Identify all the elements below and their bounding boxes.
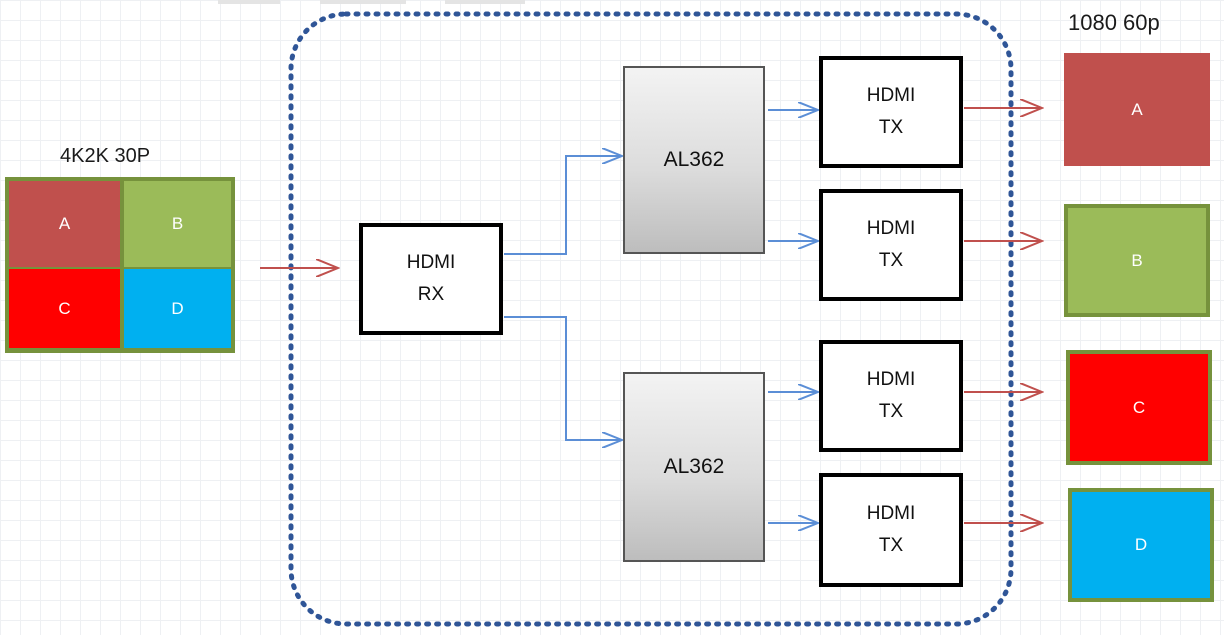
hdmi-tx-line2: TX <box>878 401 904 422</box>
hdmi-tx-line1: HDMI <box>866 369 916 390</box>
output-screen-d: D <box>1068 488 1214 602</box>
hdmi-tx-line1: HDMI <box>866 218 916 239</box>
hdmi-rx-line1: HDMI <box>406 252 456 273</box>
tab-stub <box>445 0 525 4</box>
hdmi-tx-line2: TX <box>878 250 904 271</box>
output-screen-c: C <box>1066 350 1212 465</box>
hdmi-tx-block-2: HDMI TX <box>819 189 963 301</box>
source-cell-a: A <box>9 181 120 267</box>
source-title: 4K2K 30P <box>60 145 151 167</box>
tab-stub <box>320 0 406 4</box>
rx-to-chip1-arrow <box>504 156 622 255</box>
hdmi-tx-block-3: HDMI TX <box>819 340 963 452</box>
al362-chip-1: AL362 <box>623 66 765 254</box>
hdmi-rx-block: HDMI RX <box>359 223 503 335</box>
rx-to-chip2-arrow <box>504 316 622 440</box>
hdmi-tx-line1: HDMI <box>866 503 916 524</box>
output-title: 1080 60p <box>1068 10 1160 35</box>
source-frame: A B C D <box>5 177 235 353</box>
hdmi-tx-line1: HDMI <box>866 85 916 106</box>
output-screen-a: A <box>1064 53 1210 166</box>
source-cell-b: B <box>124 181 231 267</box>
tab-stub <box>218 0 280 4</box>
al362-chip-2: AL362 <box>623 372 765 562</box>
hdmi-tx-line2: TX <box>878 117 904 138</box>
dotted-boundary <box>288 11 1014 627</box>
output-screen-b: B <box>1064 204 1210 317</box>
hdmi-tx-block-4: HDMI TX <box>819 473 963 587</box>
source-cell-c: C <box>9 269 120 348</box>
hdmi-tx-line2: TX <box>878 535 904 556</box>
hdmi-tx-block-1: HDMI TX <box>819 56 963 168</box>
hdmi-rx-line2: RX <box>417 284 445 305</box>
source-cell-d: D <box>124 269 231 348</box>
